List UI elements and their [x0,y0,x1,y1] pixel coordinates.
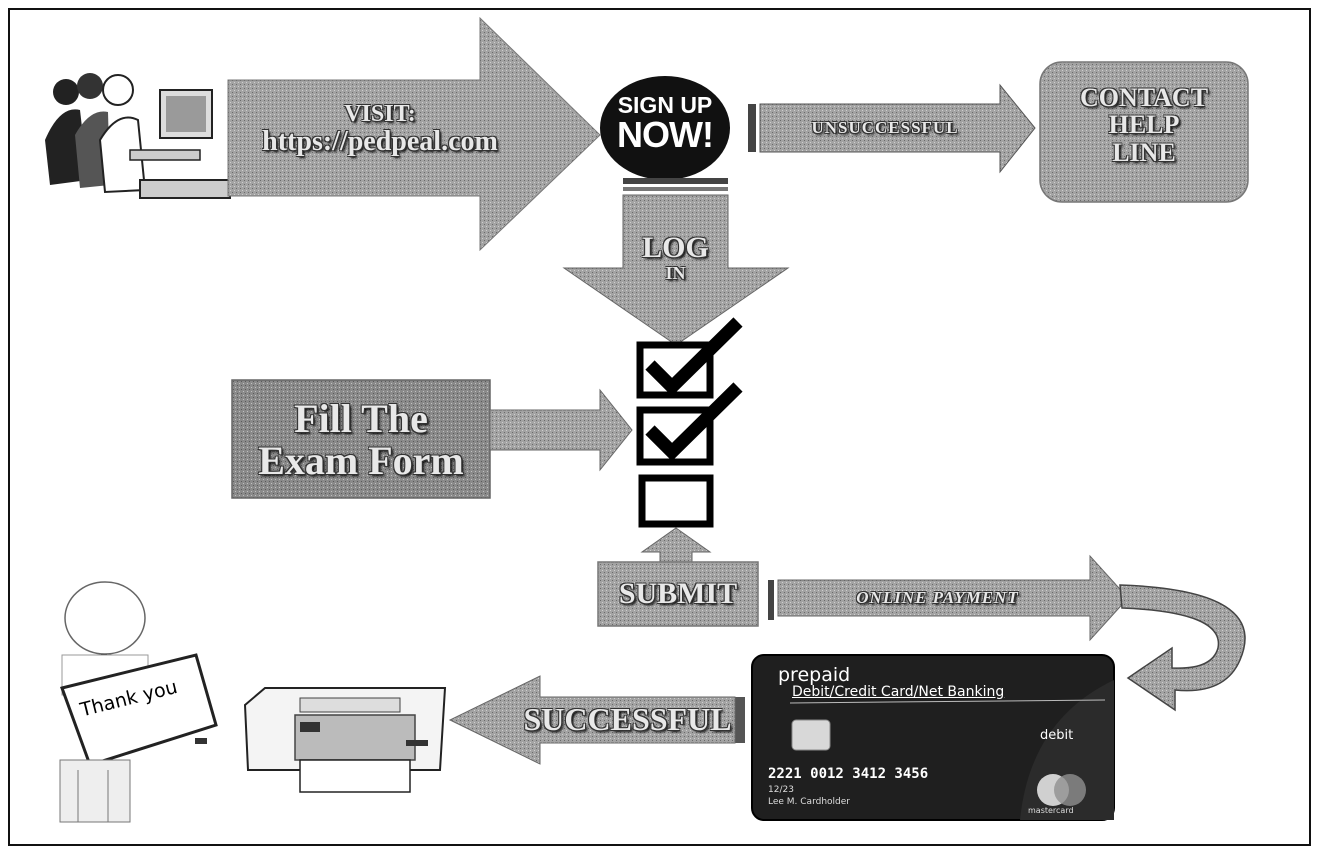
submit-label[interactable]: SUBMIT [598,578,758,610]
visit-label: VISIT: https://pedpeal.com [230,102,530,157]
contact-help-label: CONTACT HELP LINE [1040,84,1248,166]
fill-form-arrow [490,390,632,470]
card-brand: prepaid [778,664,850,686]
sign-up-line2: NOW! [600,117,730,153]
card-type: debit [1040,728,1073,743]
visit-label-line1: VISIT: [230,102,530,127]
successful-label: SUCCESSFUL [520,703,735,737]
unsuccessful-label: UNSUCCESSFUL [770,119,1000,137]
contact-line1: CONTACT [1040,84,1248,111]
online-payment-label: ONLINE PAYMENT [790,589,1085,607]
curved-arrow [1120,585,1245,710]
visit-url-link[interactable]: https://pedpeal.com [230,127,530,156]
contact-line2: HELP [1040,111,1248,138]
card-expiry: 12/23 [768,785,794,795]
fill-form-line2: Exam Form [232,440,490,482]
card-number: 2221 0012 3412 3456 [768,766,928,782]
computer-users-icon [42,70,232,205]
card-methods: Debit/Credit Card/Net Banking [792,684,1004,700]
log-in-line1: LOG [623,232,728,264]
fill-form-label: Fill The Exam Form [232,398,490,482]
checkbox-empty [642,478,710,524]
fill-form-line1: Fill The [232,398,490,440]
submit-up-arrow [642,528,710,565]
card-holder: Lee M. Cardholder [768,797,850,807]
card-network: mastercard [1028,806,1074,815]
contact-line3: LINE [1040,139,1248,166]
log-in-line2: IN [623,264,728,283]
printer-icon [245,688,445,792]
sign-up-label[interactable]: SIGN UP NOW! [600,94,730,153]
log-in-label: LOG IN [623,232,728,282]
